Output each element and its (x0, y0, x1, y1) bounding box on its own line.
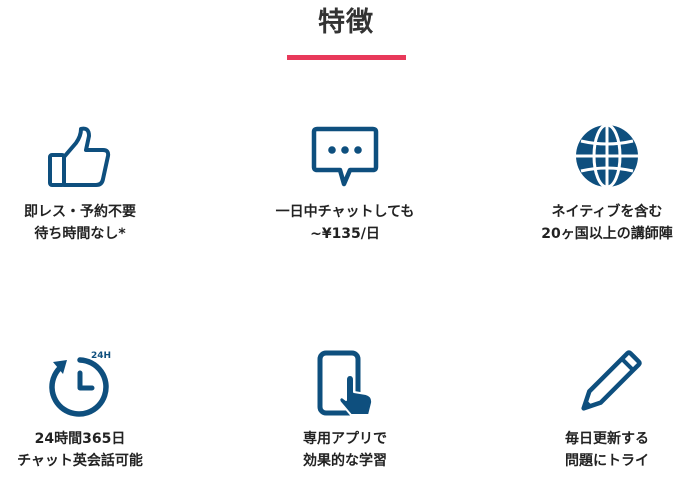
feature-line2: 問題にトライ (565, 453, 649, 469)
clock-24h-icon: 24H (49, 351, 111, 417)
feature-line1: 24時間365日 (34, 431, 126, 447)
feature-item: ネイティブを含む 20ヶ国以上の講師陣 (492, 123, 692, 245)
pencil-icon (581, 350, 642, 411)
feature-line1: 一日中チャットしても (275, 204, 415, 220)
feature-line1: 即レス・予約不要 (24, 204, 136, 220)
feature-item: 専用アプリで 効果的な学習 (230, 350, 460, 472)
feature-line2: 20ヶ国以上の講師陣 (541, 226, 673, 242)
feature-line1: 専用アプリで (303, 431, 387, 447)
feature-line2: 効果的な学習 (303, 453, 387, 469)
feature-line1: ネイティブを含む (551, 204, 663, 220)
feature-item: 毎日更新する 問題にトライ (492, 350, 692, 472)
section-title: 特徴 (318, 7, 374, 38)
feature-item: 24H 24時間365日 チャット英会話可能 (0, 350, 195, 472)
feature-line2: チャット英会話可能 (17, 453, 143, 469)
feature-line1: 毎日更新する (565, 431, 649, 447)
feature-line2: ~¥135/日 (310, 226, 380, 242)
globe-icon (576, 123, 638, 189)
feature-item: 一日中チャットしても ~¥135/日 (230, 123, 460, 245)
feature-item: 即レス・予約不要 待ち時間なし* (0, 123, 195, 245)
title-underline (287, 55, 406, 60)
thumbs-up-icon (48, 126, 111, 187)
feature-line2: 待ち時間なし* (34, 226, 126, 242)
clock-24h-label: 24H (91, 351, 111, 361)
smartphone-tap-icon (317, 350, 374, 416)
chat-bubble-icon (311, 126, 379, 187)
